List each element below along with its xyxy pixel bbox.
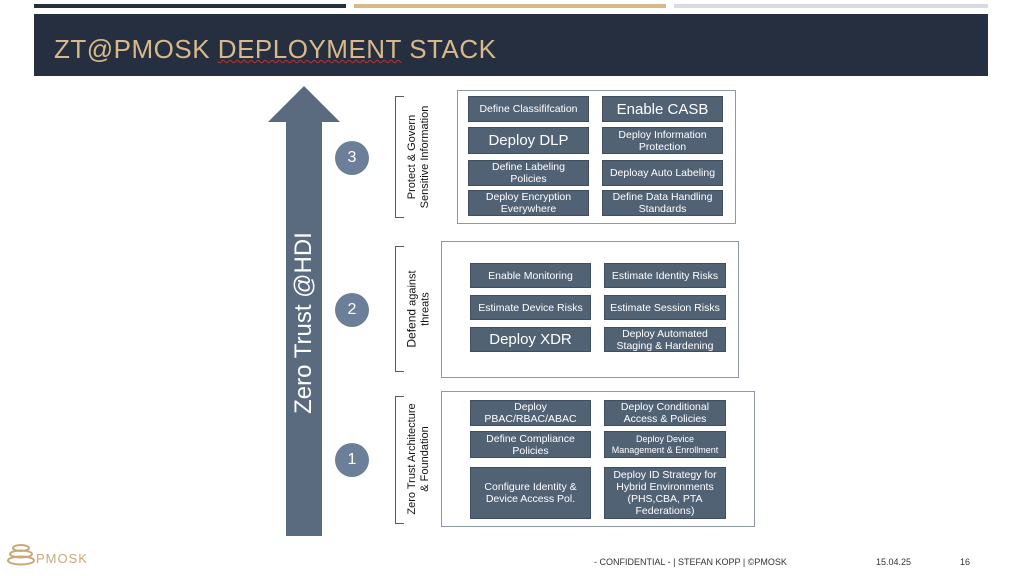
section-3-bracket: [395, 96, 404, 218]
section-2-label: Defend against threats: [404, 270, 432, 348]
section-1-label: Zero Trust Architecture & Foundation: [406, 403, 431, 515]
deploy-dlp-box[interactable]: Deploy DLP: [468, 127, 589, 154]
footer-date: 15.04.25: [876, 557, 912, 567]
define-compliance-policies-box[interactable]: Define Compliance Policies: [470, 431, 591, 458]
deploy-conditional-access-box[interactable]: Deploy Conditional Access & Policies: [604, 400, 726, 426]
step-1-circle: 1: [335, 443, 369, 477]
deploy-automated-staging-box[interactable]: Deploy Automated Staging & Hardening: [604, 327, 726, 352]
slide-header: ZT@PMOSK DEPLOYMENT STACK: [34, 14, 988, 76]
estimate-session-risks-box[interactable]: Estimate Session Risks: [604, 295, 726, 320]
define-classification-box[interactable]: Define Classififcation: [468, 96, 589, 122]
arrow-label: Zero Trust @HDI: [290, 232, 317, 414]
top-bar-dark: [34, 4, 346, 8]
deploy-pbac-box[interactable]: Deploy PBAC/RBAC/ABAC: [470, 400, 591, 426]
define-labeling-policies-box[interactable]: Define Labeling Policies: [468, 160, 589, 186]
section-3-label: Protect & Govern Sensitive Information: [406, 105, 431, 209]
deploy-device-management-box[interactable]: Deploy Device Management & Enrollment: [604, 431, 726, 458]
defend-word: Defend: [404, 308, 419, 348]
deploy-encryption-box[interactable]: Deploy Encryption Everywhere: [468, 190, 589, 216]
pmosk-logo-icon: [7, 544, 35, 566]
top-bar-grey: [674, 4, 988, 8]
estimate-identity-risks-box[interactable]: Estimate Identity Risks: [604, 263, 726, 288]
top-bar-gold: [354, 4, 666, 8]
footer-confidential: - CONFIDENTIAL - | STEFAN KOPP | ©PMOSK: [594, 557, 787, 567]
deploy-auto-labeling-box[interactable]: Deploay Auto Labeling: [602, 160, 723, 186]
zero-trust-arrow: [268, 86, 340, 536]
section-1-bracket: [395, 396, 404, 524]
enable-monitoring-box[interactable]: Enable Monitoring: [470, 263, 591, 288]
configure-identity-box[interactable]: Configure Identity & Device Access Pol.: [470, 467, 591, 519]
slide-title: ZT@PMOSK DEPLOYMENT STACK: [54, 34, 497, 64]
title-word-deployment: DEPLOYMENT: [217, 34, 402, 64]
deploy-id-strategy-box[interactable]: Deploy ID Strategy for Hybrid Environmen…: [604, 467, 726, 519]
section-2-bracket: [395, 246, 404, 372]
enable-casb-box[interactable]: Enable CASB: [602, 96, 723, 122]
deploy-xdr-box[interactable]: Deploy XDR: [470, 327, 591, 352]
deploy-information-protection-box[interactable]: Deploy Information Protection: [602, 127, 723, 154]
step-3-circle: 3: [335, 141, 369, 175]
define-data-handling-box[interactable]: Define Data Handling Standards: [602, 190, 723, 216]
step-2-circle: 2: [335, 293, 369, 327]
footer-page-number: 16: [960, 557, 971, 567]
estimate-device-risks-box[interactable]: Estimate Device Risks: [470, 295, 591, 320]
logo-text: PMOSK: [36, 551, 88, 566]
